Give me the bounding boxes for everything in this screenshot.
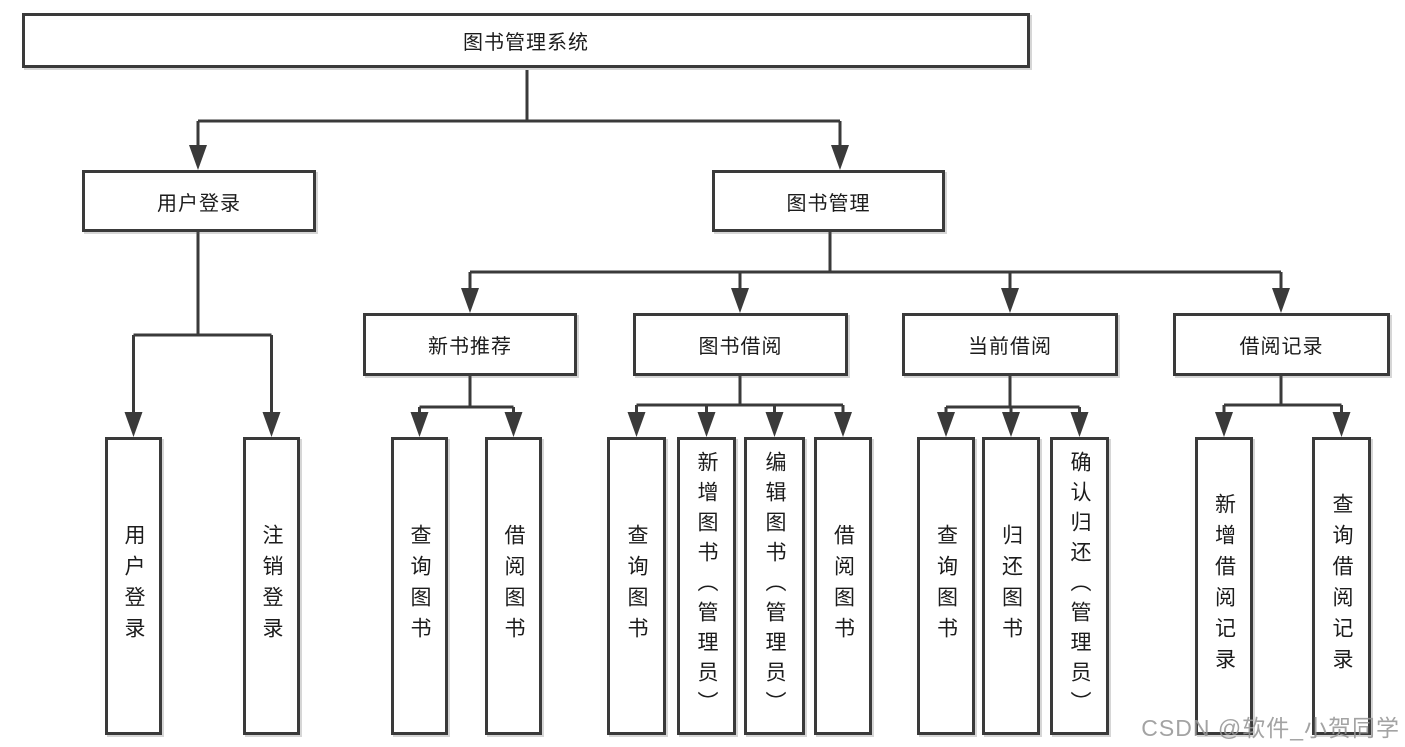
leaf-query-borrow-record-label: 查询借阅记录 [1330,493,1353,679]
node-current-borrow: 当前借阅 [902,313,1118,376]
arrowheads [124,145,1351,437]
node-user-login: 用户登录 [82,170,316,232]
leaf-edit-books-admin: 编辑图书（管理员） [744,437,805,735]
leaf-query-borrow-record: 查询借阅记录 [1312,437,1371,735]
node-current-borrow-label: 当前借阅 [968,336,1052,358]
node-borrow-records-label: 借阅记录 [1239,336,1324,358]
node-book-management: 图书管理 [712,170,945,232]
node-borrow-records: 借阅记录 [1173,313,1390,376]
leaf-add-books-admin-label: 新增图书（管理员） [695,451,718,721]
leaf-add-borrow-record-label: 新增借阅记录 [1212,493,1236,679]
leaf-query-books-borrow: 查询图书 [607,437,666,735]
leaf-return-books: 归还图书 [982,437,1040,735]
leaf-confirm-return-admin: 确认归还（管理员） [1050,437,1109,735]
leaf-borrow-books: 借阅图书 [814,437,872,735]
leaf-add-borrow-record: 新增借阅记录 [1195,437,1253,735]
node-user-login-label: 用户登录 [157,192,241,215]
node-new-book-recommend-label: 新书推荐 [428,336,512,358]
node-book-borrow: 图书借阅 [633,313,848,376]
leaf-user-login: 用户登录 [105,437,162,735]
leaf-logout: 注销登录 [243,437,300,735]
node-library-system: 图书管理系统 [22,13,1030,68]
leaf-query-books-current-label: 查询图书 [934,524,958,648]
leaf-user-login-label: 用户登录 [122,524,145,648]
node-book-borrow-label: 图书借阅 [698,336,783,358]
leaf-add-books-admin: 新增图书（管理员） [677,437,736,735]
leaf-query-books-recommend: 查询图书 [391,437,448,735]
node-book-management-label: 图书管理 [786,192,871,215]
connector-paths [132,70,1343,418]
leaf-query-books-recommend-label: 查询图书 [408,524,431,648]
leaf-borrow-books-label: 借阅图书 [831,524,855,648]
leaf-query-books-borrow-label: 查询图书 [625,524,648,648]
leaf-edit-books-admin-label: 编辑图书（管理员） [763,451,786,721]
leaf-query-books-current: 查询图书 [917,437,975,735]
leaf-confirm-return-admin-label: 确认归还（管理员） [1068,451,1091,721]
node-library-system-label: 图书管理系统 [463,32,589,54]
node-new-book-recommend: 新书推荐 [363,313,577,376]
leaf-borrow-books-recommend: 借阅图书 [485,437,542,735]
leaf-borrow-books-recommend-label: 借阅图书 [502,524,525,648]
leaf-return-books-label: 归还图书 [999,524,1023,648]
csdn-watermark: CSDN @软件_小贺同学 [1141,715,1400,741]
leaf-logout-label: 注销登录 [260,524,283,648]
